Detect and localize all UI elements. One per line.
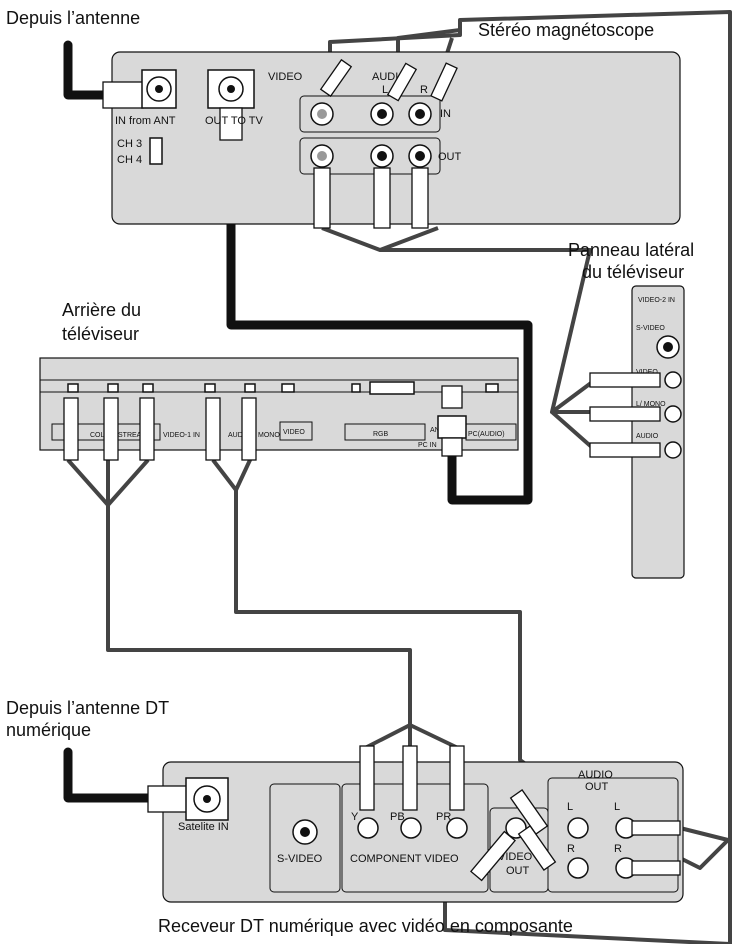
- vcr-out-group: [299, 137, 441, 175]
- tv-back-audio-cables: [211, 458, 550, 782]
- ch3-label: CH 3: [117, 138, 142, 150]
- component-pb-jack[interactable]: [400, 817, 422, 839]
- stereo-vcr-label: Stéréo magnétoscope: [478, 20, 654, 40]
- tv-back-label-2: téléviseur: [62, 324, 139, 344]
- vcr-in-plugs: [319, 58, 458, 102]
- tv-mono-label: MONO: [258, 432, 280, 439]
- side-video-jack[interactable]: [664, 371, 682, 389]
- satellite-in-connector[interactable]: [147, 777, 229, 821]
- vcr-out-label: OUT: [438, 151, 462, 163]
- vcr-in-label: IN: [440, 108, 451, 120]
- dtv-antenna-label-1: Depuis l’antenne DT: [6, 698, 169, 718]
- receiver-audio-l-jack-1[interactable]: [567, 817, 589, 839]
- s-video-box: [269, 783, 341, 893]
- receiver-audio-r-jack-1[interactable]: [567, 857, 589, 879]
- side-audio-r-jack[interactable]: [664, 441, 682, 459]
- vcr-video-label: VIDEO: [268, 71, 303, 83]
- audio-out-l-label-left: L: [567, 801, 573, 813]
- in-from-ant-label: IN from ANT: [115, 115, 176, 127]
- tv-rgb-label: RGB: [373, 431, 389, 438]
- side-s-video-label: S-VIDEO: [636, 325, 665, 332]
- vcr-r-label: R: [420, 84, 428, 96]
- coax-cable-vcr-to-tv: [226, 135, 533, 505]
- receiver-back-panel: [162, 761, 684, 903]
- out-to-tv-connector[interactable]: [207, 69, 255, 141]
- vcr-out-plugs: [313, 167, 429, 229]
- ant-in-connector[interactable]: [102, 69, 177, 109]
- component-pr-label: PR: [436, 811, 451, 823]
- side-l-mono-jack[interactable]: [664, 405, 682, 423]
- component-plugs: [359, 745, 465, 811]
- side-video2-in-label: VIDEO-2 IN: [638, 297, 675, 304]
- component-video-label: COMPONENT VIDEO: [350, 853, 459, 865]
- audio-out-r-label-left: R: [567, 843, 575, 855]
- audio-out-label-2: OUT: [585, 781, 609, 793]
- tv-side-panel: [631, 285, 685, 579]
- antenna-feed-cable: [63, 40, 110, 100]
- tv-back-component-cables: [66, 458, 459, 750]
- component-pr-jack[interactable]: [446, 817, 468, 839]
- out-to-tv-label: OUT TO TV: [205, 115, 264, 127]
- audio-out-r-label-right: R: [614, 843, 622, 855]
- antenna-source-label: Depuis l’antenne: [6, 8, 140, 28]
- vcr-l-label: L: [382, 84, 388, 96]
- dtv-antenna-label-2: numérique: [6, 720, 91, 740]
- side-panel-label-2: du téléviseur: [582, 262, 684, 282]
- tv-back-plugs: [63, 397, 257, 461]
- tv-stream-label: STREAM: [118, 432, 147, 439]
- receiver-s-video-label: S-VIDEO: [277, 853, 323, 865]
- side-panel-label-1: Panneau latéral: [568, 240, 694, 260]
- side-audio-label: AUDIO: [636, 433, 659, 440]
- side-l-mono-label: L/ MONO: [636, 401, 666, 408]
- tv-video1-in-label: VIDEO-1 IN: [163, 432, 200, 439]
- tv-back-top-ports: [67, 381, 499, 395]
- vcr-out-cable-bundle: [321, 226, 597, 452]
- tv-video-label: VIDEO: [283, 429, 305, 436]
- receiver-caption: Receveur DT numérique avec vidéo en comp…: [158, 916, 573, 936]
- tv-back-label-1: Arrière du: [62, 300, 141, 320]
- tv-pc-in-label: PC IN: [418, 442, 437, 449]
- side-panel-plugs: [589, 372, 661, 458]
- satellite-in-label: Satelite IN: [178, 821, 229, 833]
- receiver-audio-plugs: [470, 789, 681, 882]
- component-y-jack[interactable]: [357, 817, 379, 839]
- tv-ant-connector[interactable]: [437, 385, 467, 457]
- video-out-label-1: VIDEO: [498, 851, 533, 863]
- dtv-antenna-feed-cable: [63, 747, 155, 803]
- video-out-label-2: OUT: [506, 865, 530, 877]
- ch4-label: CH 4: [117, 154, 142, 166]
- tv-color-label: COLOR: [90, 432, 115, 439]
- channel-switch[interactable]: [149, 137, 163, 165]
- tv-pc-audio-label: PC(AUDIO): [468, 431, 505, 438]
- component-pb-label: PB: [390, 811, 405, 823]
- audio-out-label-1: AUDIO: [578, 769, 613, 781]
- tv-audio-label: AUDIO: [228, 432, 251, 439]
- receiver-audio-out-cables: [679, 826, 730, 870]
- vcr-in-cable-bundle: [328, 10, 732, 944]
- audio-out-l-label-right: L: [614, 801, 620, 813]
- vcr-in-group: [299, 95, 441, 133]
- component-y-label: Y: [351, 811, 359, 823]
